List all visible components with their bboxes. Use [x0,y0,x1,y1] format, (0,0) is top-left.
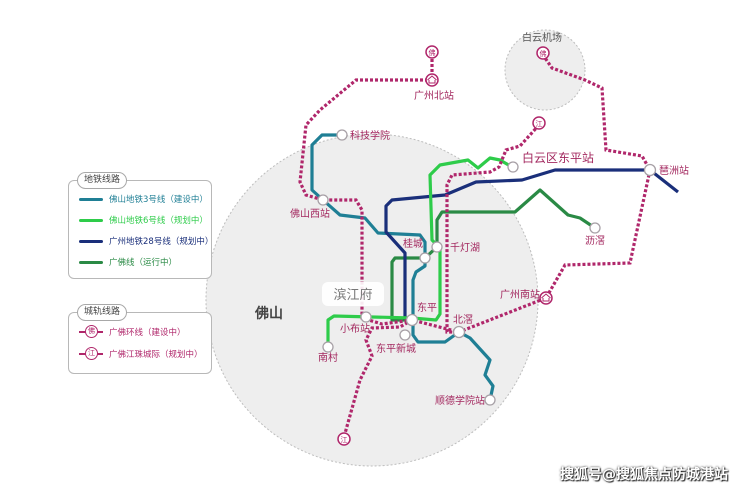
svg-text:佛: 佛 [540,49,547,58]
label-foshanxi: 佛山西站 [290,207,330,220]
station-xiaobu[interactable] [360,311,372,323]
label-guangzhoubei: 广州北站 [414,89,454,102]
station-shundexueyuan[interactable] [484,394,496,406]
label-shundexueyuan: 顺德学院站 [435,394,485,407]
line-swatch [79,197,103,201]
jiang-line-icon: 江 [532,116,546,130]
label-lijiao: 沥滘 [585,235,605,247]
legend-label: 广州地铁28号线（规划中） [109,237,214,247]
station-guangzhounan[interactable] [539,291,553,305]
watermark: 搜狐号@搜狐焦点防城港站 [560,467,728,483]
train-station-icon [427,75,437,84]
station-guicheng[interactable] [419,252,431,264]
line-guangfo [390,188,596,322]
label-baiyun-dongping: 白云区东平站 [522,150,594,165]
legend-label: 佛山地铁3号线（建设中） [109,195,208,205]
station-guangzhoubei[interactable] [425,73,439,87]
legend-label: 广佛环线（建设中） [109,328,186,338]
svg-text:江: 江 [341,436,348,444]
line-guangfo-ring [298,54,652,334]
label-baiyun-airport: 白云机场 [522,31,562,44]
line-foshan-3 [310,133,495,401]
station-qiandenghu[interactable] [431,241,443,253]
legend-item-guangzhou-28: 广州地铁28号线（规划中） [79,235,213,247]
station-foshanxi[interactable] [317,194,329,206]
fo-line-icon: 佛 [79,325,103,339]
legend-item-foshan-3: 佛山地铁3号线（建设中） [79,193,208,205]
label-guangzhounan: 广州南站 [500,288,540,301]
airport-area-circle [504,29,586,111]
label-kejixueyuan: 科技学院 [350,129,390,142]
jiang-line-icon: 江 [337,432,351,446]
station-nancun[interactable] [322,341,334,353]
train-station-icon [541,293,551,302]
legend-item-intercity: 江广佛江珠城际（规划中） [79,347,203,361]
legend-item-guangfo-ring: 佛广佛环线（建设中） [79,325,186,339]
line-guangzhou-28 [384,168,679,320]
label-guicheng: 桂城 [403,237,423,250]
legend-label: 广佛江珠城际（规划中） [109,350,203,360]
legend-item-guangfo: 广佛线（运行中） [79,256,177,268]
project-logo: 滨江府 [322,282,384,306]
line-intercity-south [342,318,413,438]
label-qiandenghu: 千灯湖 [450,242,480,254]
line-foshan-6 [326,156,513,345]
line-swatch [79,260,103,264]
label-dongpingxincheng: 东平新城 [376,342,416,355]
legend-label: 广佛线（运行中） [109,258,178,268]
station-pazhou[interactable] [643,163,657,177]
station-kejixueyuan[interactable] [336,129,348,141]
line-swatch [79,218,103,222]
svg-text:佛: 佛 [429,48,436,57]
line-intercity [445,123,541,334]
legend-metro: 地铁线路 佛山地铁3号线（建设中） 佛山地铁6号线（规划中） 广州地铁28号线（… [68,172,213,279]
station-baiyun-dongping[interactable] [507,161,519,173]
region-label: 佛山 [254,305,283,322]
legend-label: 佛山地铁6号线（规划中） [109,216,208,226]
label-nancun: 南村 [318,351,338,364]
legend-rail-title: 城轨线路 [77,304,128,321]
fo-line-icon: 佛 [425,45,439,59]
line-swatch [79,239,103,243]
svg-text:滨江府: 滨江府 [333,287,372,303]
station-dongping[interactable] [405,313,419,327]
station-beijiao[interactable] [452,325,466,339]
label-dongping: 东平 [417,301,437,314]
label-pazhou: 琶洲站 [659,164,689,177]
jiang-line-icon: 江 [79,347,103,361]
legend-rail: 城轨线路 佛广佛环线（建设中） 江广佛江珠城际（规划中） [68,304,212,374]
legend-metro-title: 地铁线路 [77,172,128,189]
legend-item-foshan-6: 佛山地铁6号线（规划中） [79,214,208,226]
fo-line-icon: 佛 [536,46,550,60]
stations [317,73,657,406]
station-lijiao[interactable] [589,222,601,234]
station-dongpingxincheng[interactable] [399,329,411,341]
label-beijiao: 北滘 [453,314,473,326]
svg-text:江: 江 [536,120,543,128]
label-xiaobu: 小布站 [340,322,370,335]
